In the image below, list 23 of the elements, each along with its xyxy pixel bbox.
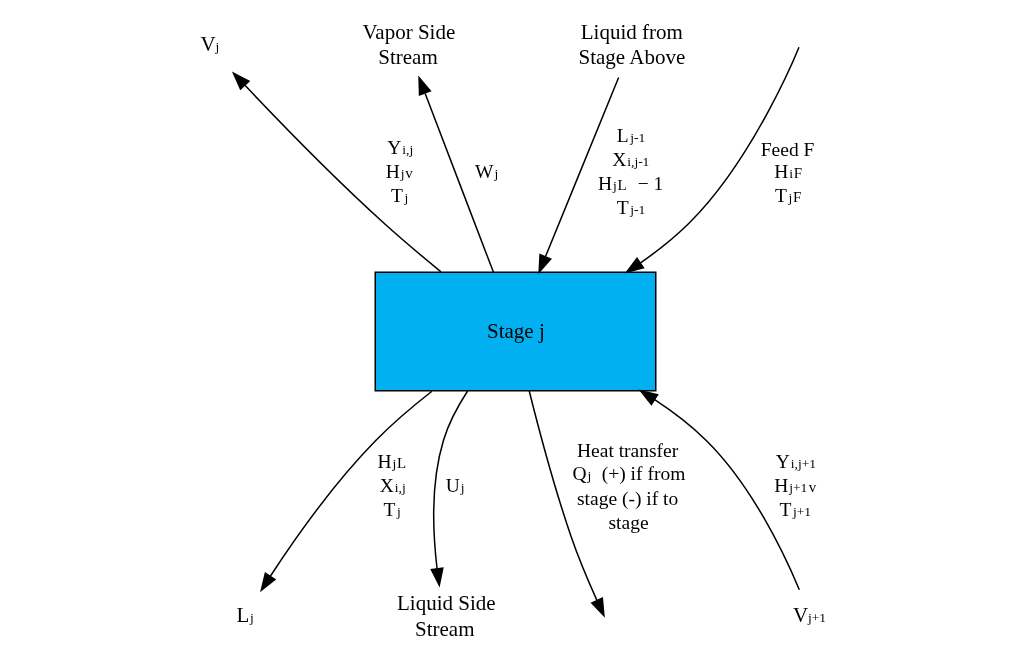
arrow (537, 76, 619, 275)
arrow (429, 390, 468, 588)
node-box: Stage j (374, 271, 656, 392)
node-text: Liquid Side Stream (396, 591, 496, 641)
arrow (528, 390, 605, 618)
edge-label: Wj (474, 161, 498, 183)
node-text: Vj+1 (792, 603, 826, 628)
arrow (417, 75, 494, 273)
edge-label: Feed F HiF TjF (760, 138, 814, 207)
edge-label: Yi,j+1 Hj+1v Tj+1 (773, 450, 816, 520)
arrow (259, 390, 433, 593)
node-text: Liquid from Stage Above (578, 19, 685, 70)
edge-label: HjL Xi,j Tj (377, 450, 406, 520)
edge-label: Lj-1 Xi,j-1 HjL − 1 Tj-1 (597, 125, 663, 219)
arrow (231, 71, 442, 273)
edge-label: Uj (445, 474, 465, 496)
node-text: Vapor Side Stream (362, 19, 455, 70)
arrow (638, 389, 800, 591)
node-text: Lj (236, 603, 254, 628)
node-text: Vj (200, 31, 219, 56)
edge-label: Yi,j Hjv Tj (385, 137, 413, 207)
arrow (624, 46, 800, 274)
edge-label: Heat transfer Qj (+) if from stage (-) if to stage (572, 440, 685, 534)
